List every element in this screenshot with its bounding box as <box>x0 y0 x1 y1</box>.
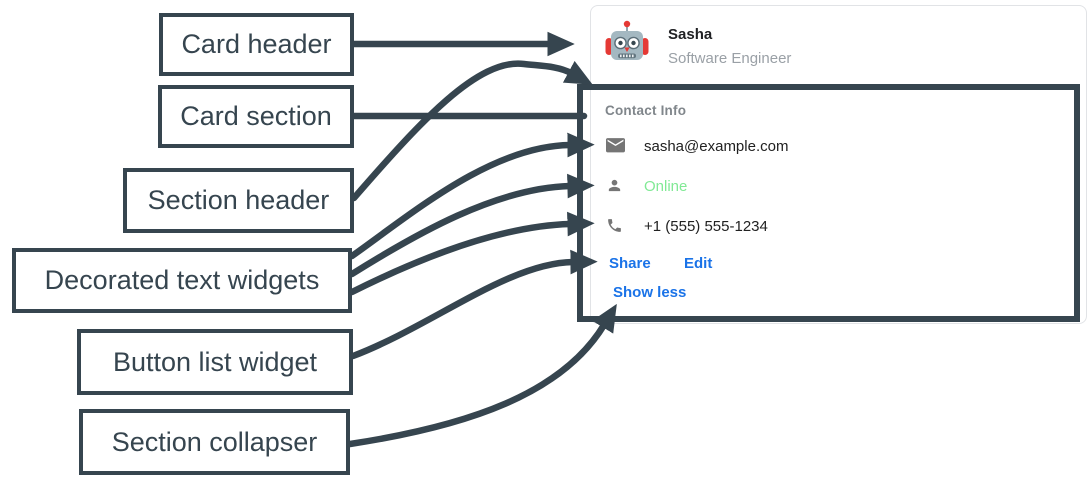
label-button-list-widget: Button list widget <box>77 329 353 395</box>
decorated-text-phone: +1 (555) 555-1234 <box>644 218 768 235</box>
section-header-title: Contact Info <box>605 103 687 118</box>
arrow-button-list <box>349 249 598 360</box>
show-less-button[interactable]: Show less <box>613 284 687 301</box>
phone-icon <box>608 219 621 232</box>
label-card-section: Card section <box>158 85 354 148</box>
decorated-text-email: sasha@example.com <box>644 138 789 155</box>
label-decorated-text-widgets: Decorated text widgets <box>12 248 352 313</box>
arrow-decorated-phone <box>348 211 595 296</box>
arrow-decorated-status <box>348 173 595 278</box>
person-icon <box>608 179 621 192</box>
share-button[interactable]: Share <box>609 255 651 272</box>
arrow-section-collapser <box>346 303 617 448</box>
arrow-decorated-email <box>348 132 595 260</box>
card-header-subtitle: Software Engineer <box>668 50 792 67</box>
app-card <box>590 5 1087 324</box>
label-section-collapser: Section collapser <box>79 409 350 475</box>
decorated-text-status: Online <box>644 178 688 195</box>
arrow-section-header <box>350 60 593 202</box>
label-card-header: Card header <box>159 13 354 76</box>
card-header-name: Sasha <box>668 26 713 43</box>
edit-button[interactable]: Edit <box>684 255 713 272</box>
label-section-header: Section header <box>123 168 354 233</box>
email-icon <box>606 138 625 153</box>
robot-avatar-icon <box>605 20 649 60</box>
